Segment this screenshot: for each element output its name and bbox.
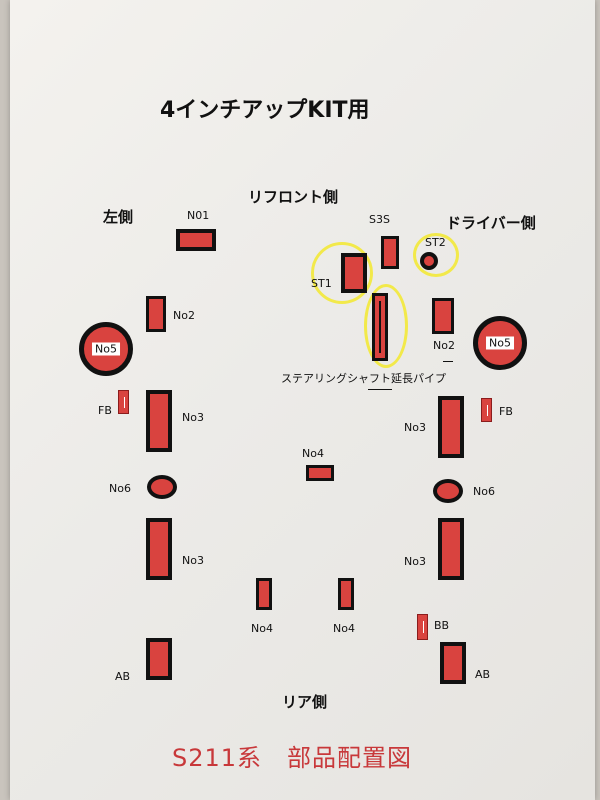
label-no3-left-lower: No3 bbox=[182, 554, 204, 567]
part-ab-right bbox=[440, 642, 466, 684]
footer-caption: S211系 部品配置図 bbox=[172, 744, 413, 772]
label-s3s: S3S bbox=[369, 213, 390, 226]
parts-layout-sheet: 4インチアップKIT用 リフロント側 左側 ドライバー側 リア側 N01 S3S… bbox=[10, 0, 595, 800]
label-steering-pipe: ステアリングシャフト延長パイプ bbox=[281, 372, 446, 385]
label-no3-right-upper: No3 bbox=[404, 421, 426, 434]
part-st2 bbox=[420, 252, 438, 270]
part-no2-left bbox=[146, 296, 166, 332]
marker-fb-left bbox=[118, 390, 129, 414]
part-ab-left bbox=[146, 638, 172, 680]
part-no3-right-lower bbox=[438, 518, 464, 580]
underline-steering-pipe bbox=[368, 389, 392, 390]
label-no2-right: No2 bbox=[433, 339, 455, 352]
label-ab-right: AB bbox=[475, 668, 491, 681]
label-no5-left: No5 bbox=[92, 342, 120, 356]
label-st2: ST2 bbox=[425, 236, 446, 249]
part-no3-left-lower bbox=[146, 518, 172, 580]
marker-bb bbox=[417, 614, 428, 640]
part-steering-pipe bbox=[372, 293, 388, 361]
part-no6-left bbox=[147, 475, 177, 499]
highlight-steering-pipe bbox=[364, 284, 408, 368]
highlight-st1 bbox=[311, 242, 373, 304]
part-st1 bbox=[341, 253, 367, 293]
label-no5-right: No5 bbox=[486, 336, 514, 350]
document-title: 4インチアップKIT用 bbox=[160, 98, 370, 123]
label-ab-left: AB bbox=[115, 670, 131, 683]
part-n01 bbox=[176, 229, 216, 251]
label-no3-left-upper: No3 bbox=[182, 411, 204, 424]
label-no6-left: No6 bbox=[109, 482, 131, 495]
part-no3-left-upper bbox=[146, 390, 172, 452]
part-no6-right bbox=[433, 479, 463, 503]
heading-driver-side: ドライバー側 bbox=[446, 214, 536, 232]
label-no6-right: No6 bbox=[473, 485, 495, 498]
steering-pipe-core bbox=[379, 301, 381, 353]
label-bb: BB bbox=[434, 619, 450, 632]
label-no4-rear-left: No4 bbox=[251, 622, 273, 635]
label-no3-right-lower: No3 bbox=[404, 555, 426, 568]
label-no4-center: No4 bbox=[302, 447, 324, 460]
label-n01: N01 bbox=[187, 209, 210, 222]
label-fb-left: FB bbox=[98, 404, 112, 417]
part-no4-rear-right bbox=[338, 578, 354, 610]
heading-left-side: 左側 bbox=[103, 208, 134, 226]
part-no4-center bbox=[306, 465, 334, 481]
badge-no5-left: No5 bbox=[79, 322, 133, 376]
highlight-st2 bbox=[413, 233, 459, 277]
label-no2-left: No2 bbox=[173, 309, 195, 322]
badge-no5-right: No5 bbox=[473, 316, 527, 370]
tick-mark bbox=[443, 361, 453, 362]
part-s3s bbox=[381, 236, 399, 269]
part-no3-right-upper bbox=[438, 396, 464, 458]
heading-front: リフロント側 bbox=[248, 188, 339, 206]
label-fb-right: FB bbox=[499, 405, 513, 418]
part-no2-right bbox=[432, 298, 454, 334]
marker-fb-right bbox=[481, 398, 492, 422]
label-no4-rear-right: No4 bbox=[333, 622, 355, 635]
heading-rear: リア側 bbox=[282, 693, 328, 711]
label-st1: ST1 bbox=[311, 277, 332, 290]
part-no4-rear-left bbox=[256, 578, 272, 610]
